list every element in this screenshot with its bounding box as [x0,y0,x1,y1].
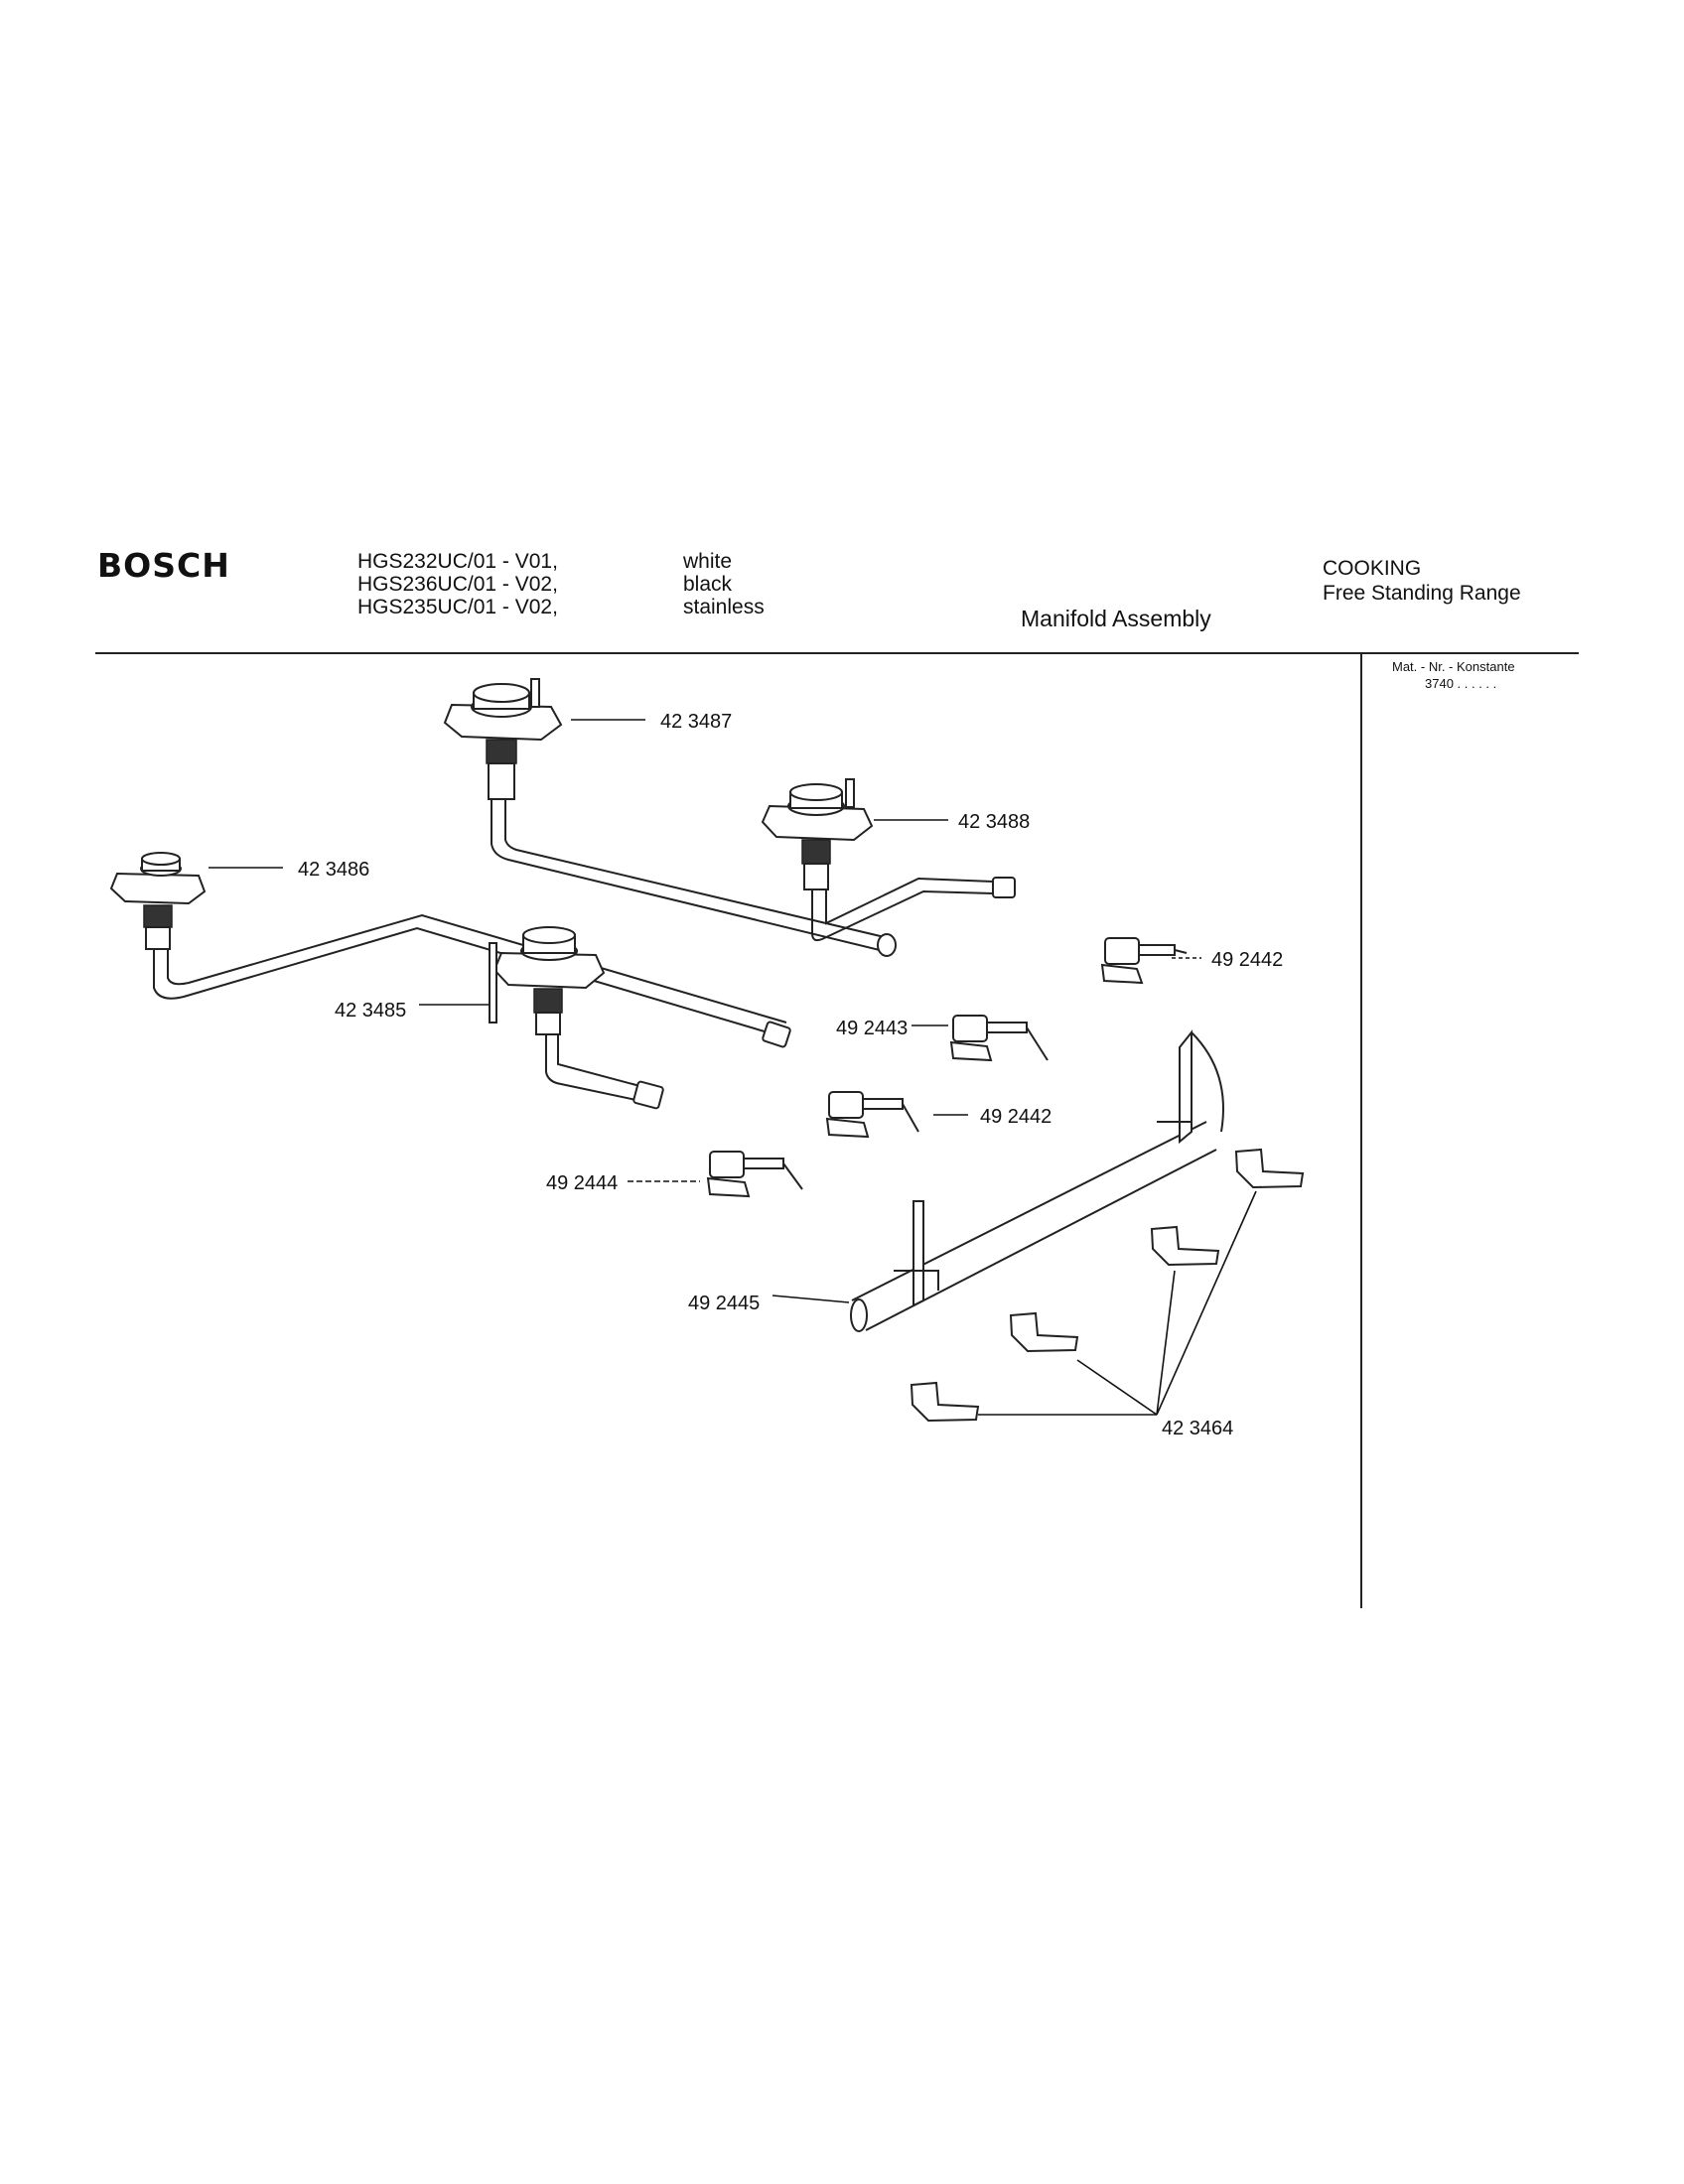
part-label-492445: 49 2445 [688,1293,760,1314]
model-number-3: HGS235UC/01 - V02, [357,596,558,618]
header-rule [95,652,1579,654]
part-label-423485: 42 3485 [335,1000,406,1022]
clips-leader-lines [978,1190,1257,1416]
mat-nr-value: 3740 . . . . . . [1425,676,1497,691]
mat-nr-label: Mat. - Nr. - Konstante [1392,659,1515,674]
part-label-492442-upper: 49 2442 [1211,949,1283,971]
side-column-rule [1360,653,1362,1608]
color-2: black [683,573,733,596]
part-label-492442-lower: 49 2442 [980,1106,1052,1128]
orifice-valve-492444 [706,1151,803,1198]
model-number-1: HGS232UC/01 - V01, [357,550,558,573]
part-label-492443: 49 2443 [836,1018,908,1039]
burner-valve-423488 [761,778,874,890]
manifold-tubes [153,799,1016,1110]
brand-logo: BOSCH [97,546,230,585]
part-label-492444: 49 2444 [546,1172,618,1194]
category: COOKING [1323,557,1422,580]
part-label-423464: 42 3464 [1162,1418,1233,1439]
color-3: stainless [683,596,765,618]
manifold-rail-492445 [850,1029,1224,1332]
page-title: Manifold Assembly [1021,606,1211,631]
orifice-valve-492442a [1100,937,1188,985]
model-number-2: HGS236UC/01 - V02, [357,573,558,596]
clips-423464 [910,1148,1305,1423]
part-label-423487: 42 3487 [660,711,732,733]
burner-valve-423487 [443,678,563,800]
burner-valve-423486 [109,852,207,950]
color-1: white [683,550,733,573]
burner-valve-423485 [489,926,606,1035]
orifice-valve-492442b [825,1091,919,1139]
part-label-423486: 42 3486 [298,859,369,881]
subcategory: Free Standing Range [1323,582,1521,605]
orifice-valve-492443 [949,1015,1049,1062]
part-label-423488: 42 3488 [958,811,1030,833]
